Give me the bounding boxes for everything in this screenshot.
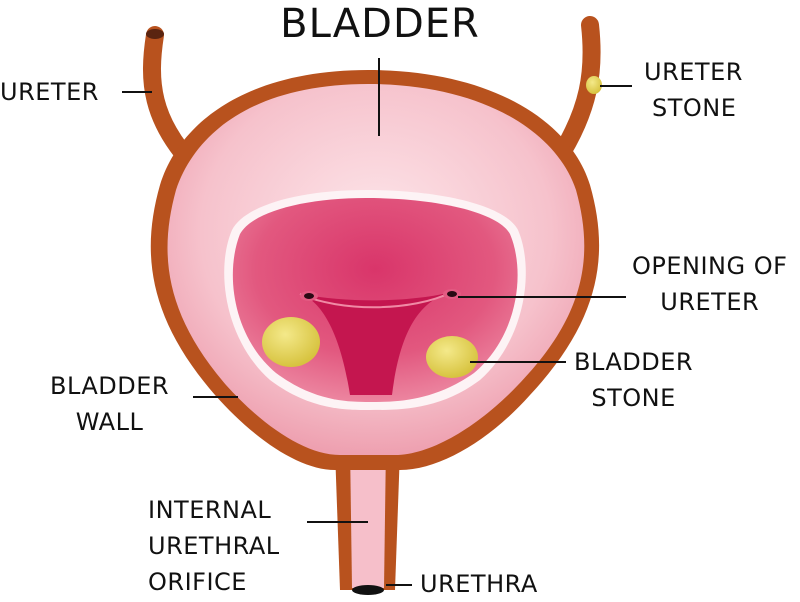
label-ureter-text: URETER xyxy=(0,78,99,106)
label-bladder-stone-line-2: STONE xyxy=(591,384,676,412)
diagram-title: BLADDER xyxy=(280,1,480,47)
label-bladder-stone: BLADDER STONE xyxy=(574,344,693,416)
leader-lines xyxy=(122,58,632,586)
label-opening-of-ureter: OPENING OF URETER xyxy=(632,248,787,320)
label-internal-urethral-orifice: INTERNAL URETHRAL ORIFICE xyxy=(148,492,280,600)
label-bladder-wall-line-1: BLADDER xyxy=(50,372,170,400)
label-bladder-stone-line-1: BLADDER xyxy=(574,348,694,376)
bladder-stone-left xyxy=(262,317,320,367)
label-urethra-text: URETHRA xyxy=(420,570,538,598)
label-orifice-line-3: ORIFICE xyxy=(148,568,247,596)
ureter-openings xyxy=(300,289,461,301)
label-ureter-stone: URETER STONE xyxy=(644,54,743,126)
label-opening-line-1: OPENING OF xyxy=(632,252,788,280)
label-opening-line-2: URETER xyxy=(660,288,760,316)
label-orifice-line-1: INTERNAL xyxy=(148,496,272,524)
ureter-stone xyxy=(586,76,602,94)
label-orifice-line-2: URETHRAL xyxy=(148,532,280,560)
bladder-stone-right xyxy=(426,336,478,378)
urethra-lumen xyxy=(350,445,386,588)
label-bladder-wall: BLADDER WALL xyxy=(50,368,169,440)
label-urethra: URETHRA xyxy=(420,566,538,602)
label-bladder-wall-line-2: WALL xyxy=(75,408,144,436)
urethra-opening xyxy=(352,585,384,595)
label-ureter-stone-line-1: URETER xyxy=(644,58,743,86)
label-ureter: URETER xyxy=(0,74,99,110)
label-ureter-stone-line-2: STONE xyxy=(652,94,737,122)
trigone xyxy=(300,292,452,395)
